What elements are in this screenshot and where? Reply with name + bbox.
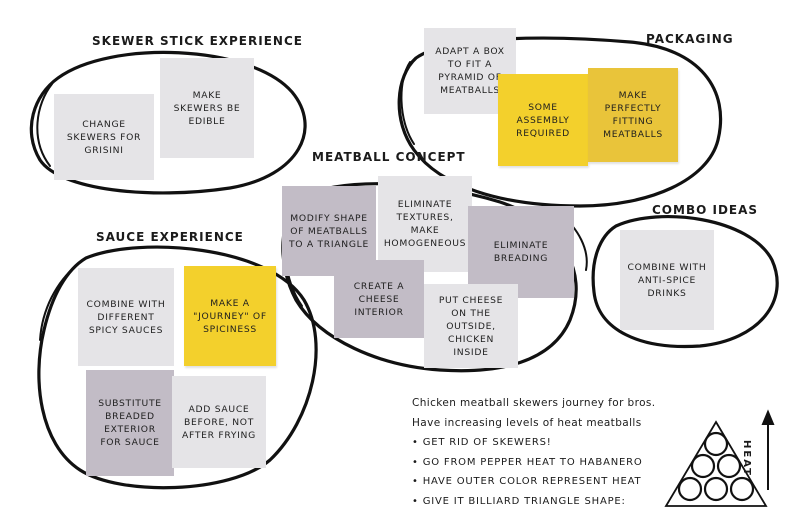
- meatball-group-title: MEATBALL CONCEPT: [312, 150, 466, 164]
- sticky-note-journey-spiciness[interactable]: Make a "journey" of spiciness: [184, 266, 276, 366]
- sticky-note-textures[interactable]: Eliminate textures, make homogeneous: [378, 176, 472, 272]
- skewer-group-outline: [29, 50, 307, 195]
- sticky-note-assembly[interactable]: Some assembly required: [498, 74, 588, 166]
- skewer-group-title: SKEWER STICK EXPERIENCE: [92, 34, 303, 48]
- sticky-note-spicy-sauces[interactable]: Combine with different spicy sauces: [78, 268, 174, 366]
- journey-bullet: Get rid of skewers!: [412, 433, 712, 453]
- journey-line-1: Chicken meatball skewers journey for bro…: [412, 397, 656, 409]
- meatball-circle: [716, 453, 742, 479]
- heat-label: HEAT: [741, 440, 752, 477]
- sticky-note-cheese-interior[interactable]: Create a cheese interior: [334, 260, 424, 338]
- sticky-note-breading[interactable]: Eliminate breading: [468, 206, 574, 298]
- sticky-note-anti-spice[interactable]: Combine with anti-spice drinks: [620, 230, 714, 330]
- journey-bullet: Give it billiard triangle shape:: [412, 492, 712, 512]
- sticky-note-cheese-outside[interactable]: Put cheese on the outside, chicken insid…: [424, 284, 518, 368]
- journey-line-2: Have increasing levels of heat meatballs: [412, 416, 642, 429]
- journey-description: Chicken meatball skewers journey for bro…: [412, 394, 712, 511]
- journey-bullet: Go from pepper heat to habanero: [412, 453, 712, 473]
- sticky-note-perfect-fit[interactable]: Make perfectly fitting meatballs: [588, 68, 678, 162]
- heat-arrow: [761, 409, 775, 490]
- sticky-note-triangle-shape[interactable]: Modify shape of meatballs to a triangle: [282, 186, 376, 276]
- sticky-note-change-skewers[interactable]: Change skewers for grisini: [54, 94, 154, 180]
- meatball-circle: [729, 476, 755, 502]
- sauce-group-title: SAUCE EXPERIENCE: [96, 230, 244, 244]
- packaging-group-title: PACKAGING: [646, 32, 734, 46]
- combo-group-outline: [591, 215, 779, 349]
- journey-bullet: Have outer color represent heat: [412, 472, 712, 492]
- sticky-note-edible-skewers[interactable]: Make skewers be edible: [160, 58, 254, 158]
- packaging-group-outline: [397, 36, 723, 208]
- journey-bullets: Get rid of skewers! Go from pepper heat …: [412, 433, 712, 511]
- sticky-note-sauce-before[interactable]: Add sauce before, not after frying: [172, 376, 266, 468]
- combo-group-title: COMBO IDEAS: [652, 203, 759, 217]
- sticky-note-substitute[interactable]: Substitute breaded exterior for sauce: [86, 370, 174, 476]
